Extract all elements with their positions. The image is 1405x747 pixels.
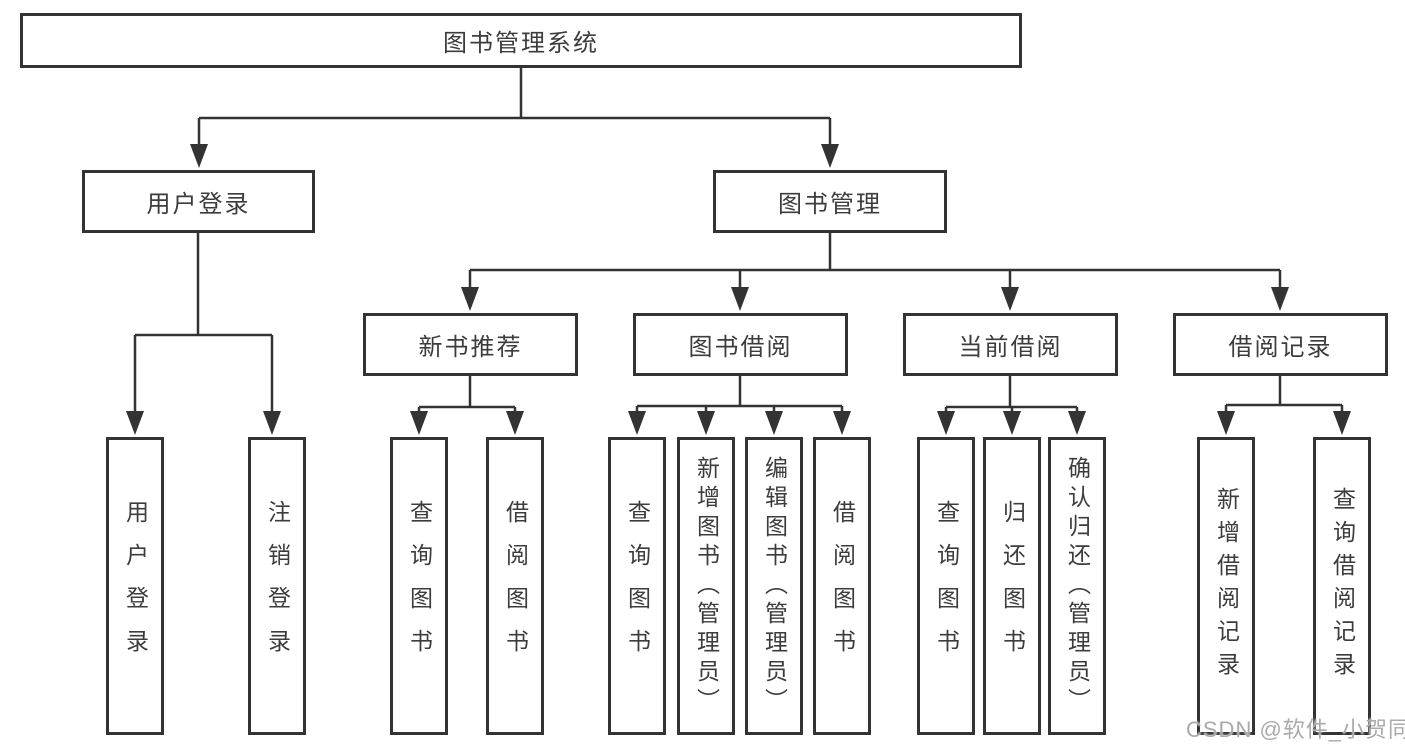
csdn-watermark: CSDN @软件_小贺同学 (1186, 717, 1405, 742)
leaf-borrow-books: 借阅图书 (813, 437, 871, 735)
node-new-book-recommend: 新书推荐 (363, 313, 578, 376)
node-label: 查询借阅记录 (1329, 487, 1356, 685)
node-label: 注销登录 (264, 500, 291, 672)
node-user-login-module: 用户登录 (82, 170, 315, 233)
leaf-return-books: 归还图书 (983, 437, 1041, 735)
leaf-query-books-borrow: 查询图书 (608, 437, 666, 735)
leaf-add-borrow-record: 新增借阅记录 (1197, 437, 1255, 735)
node-label: 归还图书 (999, 500, 1026, 672)
node-label: 新增图书（管理员） (693, 455, 720, 717)
leaf-add-books-admin: 新增图书（管理员） (677, 437, 735, 735)
node-label: 查询图书 (933, 500, 960, 672)
node-label: 图书借阅 (688, 334, 793, 361)
node-label: 图书管理系统 (443, 30, 599, 57)
leaf-logout: 注销登录 (248, 437, 306, 735)
leaf-query-books-current: 查询图书 (917, 437, 975, 735)
node-label: 新增借阅记录 (1213, 487, 1240, 685)
node-label: 用户登录 (146, 191, 251, 218)
leaf-query-books-recommend: 查询图书 (390, 437, 448, 735)
leaf-query-borrow-record: 查询借阅记录 (1313, 437, 1371, 735)
leaf-confirm-return-admin: 确认归还（管理员） (1048, 437, 1106, 735)
node-label: 图书管理 (778, 191, 882, 218)
node-label: 确认归还（管理员） (1064, 455, 1091, 717)
node-current-borrow: 当前借阅 (903, 313, 1118, 376)
node-book-management-module: 图书管理 (713, 170, 947, 233)
leaf-user-login: 用户登录 (106, 437, 164, 735)
arrowheads (126, 144, 1351, 435)
node-label: 查询图书 (406, 500, 433, 672)
node-book-borrow: 图书借阅 (633, 313, 848, 376)
node-label: 借阅图书 (829, 500, 856, 672)
leaf-edit-books-admin: 编辑图书（管理员） (745, 437, 803, 735)
leaf-borrow-books-recommend: 借阅图书 (486, 437, 544, 735)
node-label: 借阅记录 (1228, 334, 1333, 361)
node-label: 查询图书 (624, 500, 651, 672)
node-borrow-records: 借阅记录 (1173, 313, 1388, 376)
node-label: 编辑图书（管理员） (761, 455, 788, 717)
node-label: 借阅图书 (502, 500, 529, 672)
node-label: 用户登录 (122, 500, 149, 672)
node-library-management-system: 图书管理系统 (20, 13, 1022, 68)
node-label: 当前借阅 (958, 334, 1063, 361)
node-label: 新书推荐 (418, 334, 523, 361)
